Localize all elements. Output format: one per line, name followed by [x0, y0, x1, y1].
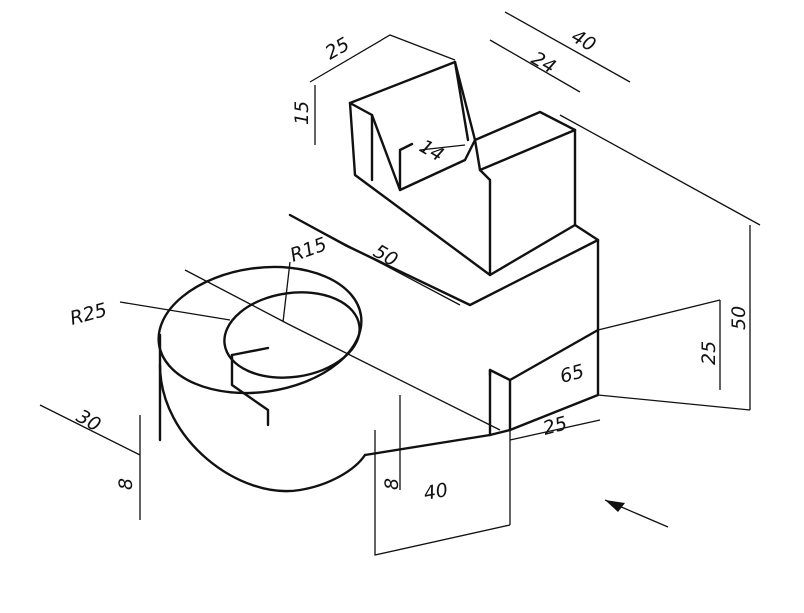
dim-block-height: 15 [291, 101, 313, 125]
dim-base-depth: 65 [558, 360, 587, 388]
dim-boss-step: 8 [115, 478, 137, 490]
dim-slot-height: 8 [381, 478, 403, 490]
dim-slot-width: 25 [541, 412, 570, 440]
dim-step-height: 25 [698, 341, 720, 365]
dim-total-height: 50 [728, 306, 750, 330]
dim-notch-top: 24 [528, 47, 560, 78]
dim-base-length: 50 [370, 240, 402, 271]
dim-block-depth: 40 [568, 25, 600, 56]
view-arrow [604, 499, 669, 528]
dimension-lines [39, 11, 761, 556]
dim-notch-depth: 14 [416, 135, 448, 166]
dimension-labels: 25 40 24 15 14 R15 50 R25 30 8 8 40 25 6… [68, 25, 750, 505]
dim-boss-radius: R25 [68, 299, 110, 330]
dim-slot-length: 40 [422, 479, 450, 505]
dim-hole-radius: R15 [287, 233, 330, 266]
object-outline [157, 60, 600, 493]
dim-boss-offset: 30 [73, 405, 105, 436]
